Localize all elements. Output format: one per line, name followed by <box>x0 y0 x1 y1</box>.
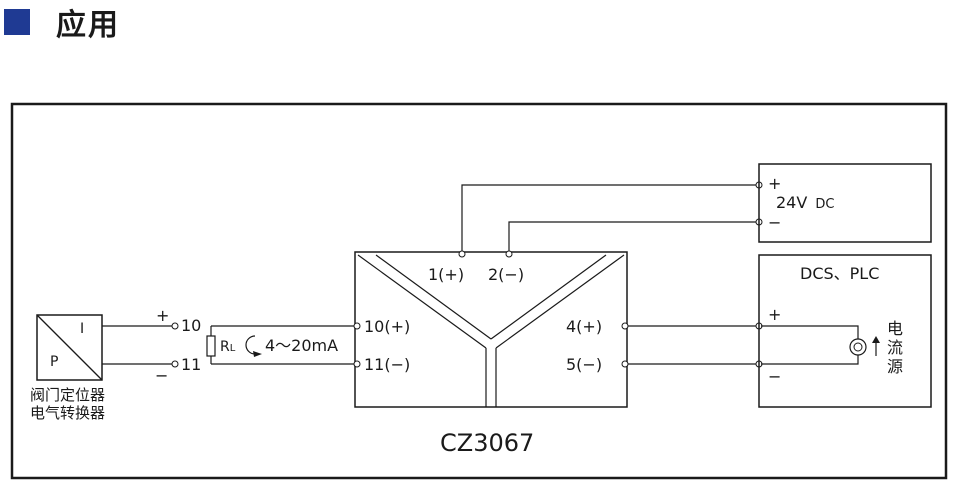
power-supply-box <box>758 163 932 243</box>
current-source-char-3: 源 <box>887 357 903 376</box>
load-resistor <box>206 335 216 357</box>
converter-plus-sign: + <box>156 306 169 325</box>
power-wiring <box>461 181 763 251</box>
converter-name-line2: 电气转换器 <box>30 404 105 422</box>
ps-plus-sign: + <box>768 174 781 193</box>
ps-minus-sign: − <box>768 213 781 232</box>
sys-minus-sign: − <box>768 367 781 386</box>
converter-diagonal <box>36 314 103 381</box>
system-box <box>758 254 932 408</box>
device-sep-right-b <box>490 254 607 340</box>
heading-square-icon <box>4 9 30 35</box>
converter-terminal-10: 10 <box>181 316 201 335</box>
converter-name-line1: 阀门定位器 <box>30 386 105 404</box>
terminal-11-circle <box>171 360 179 368</box>
device-terminal-5: 5(−) <box>566 355 602 374</box>
current-up-arrowhead-icon <box>872 336 880 343</box>
converter-letter-i: I <box>80 321 84 337</box>
terminal-2-circle <box>505 250 513 258</box>
current-source-inner-icon <box>853 342 863 352</box>
wire-power-minus <box>508 221 757 251</box>
system-title: DCS、PLC <box>800 264 879 283</box>
system-block: DCS、PLC + − 电 流 源 <box>758 254 932 408</box>
converter-box <box>36 314 103 381</box>
device-terminal-2: 2(−) <box>488 265 524 284</box>
output-wiring <box>628 322 763 368</box>
device-sep-left-a <box>357 254 487 349</box>
current-source-char-1: 电 <box>887 319 903 338</box>
device-terminal-10: 10(+) <box>364 317 410 336</box>
converter-terminal-11: 11 <box>181 355 201 374</box>
terminal-10-circle <box>171 322 179 330</box>
converter-block: I P 阀门定位器 电气转换器 + − 10 11 <box>30 306 201 422</box>
current-arrow-icon <box>245 335 256 355</box>
converter-minus-sign: − <box>155 366 168 385</box>
terminal-11-dev-circle <box>353 360 361 368</box>
terminal-4-circle <box>621 322 629 330</box>
section-title: 应用 <box>56 8 120 43</box>
sys-plus-sign: + <box>768 305 781 324</box>
diagram-frame <box>10 102 948 480</box>
device-terminal-4: 4(+) <box>566 317 602 336</box>
load-current-range: 4～20mA <box>265 336 338 355</box>
device-sep-right-a <box>495 254 625 349</box>
terminal-1-circle <box>458 250 466 258</box>
terminal-10-dev-circle <box>353 322 361 330</box>
load-r-label: RL <box>220 339 236 355</box>
device-block: 1(+) 2(−) 10(+) 11(−) 4(+) 5(−) CZ3067 <box>353 250 629 457</box>
current-arrowhead-icon <box>253 351 262 357</box>
wire-sys-internal-plus <box>761 325 859 339</box>
load-block: RL 4～20mA <box>206 325 355 365</box>
device-model: CZ3067 <box>440 429 534 457</box>
section-heading: 应用 <box>0 0 120 44</box>
wire-power-plus <box>461 184 757 251</box>
current-source-char-2: 流 <box>887 338 903 357</box>
wire-sys-internal-minus <box>761 355 859 365</box>
device-terminal-11: 11(−) <box>364 355 410 374</box>
converter-letter-p: P <box>50 354 58 370</box>
device-sep-left-b <box>375 254 492 340</box>
device-terminal-1: 1(+) <box>428 265 464 284</box>
current-source-icon <box>849 338 867 356</box>
device-box <box>354 251 628 408</box>
terminal-5-circle <box>621 360 629 368</box>
